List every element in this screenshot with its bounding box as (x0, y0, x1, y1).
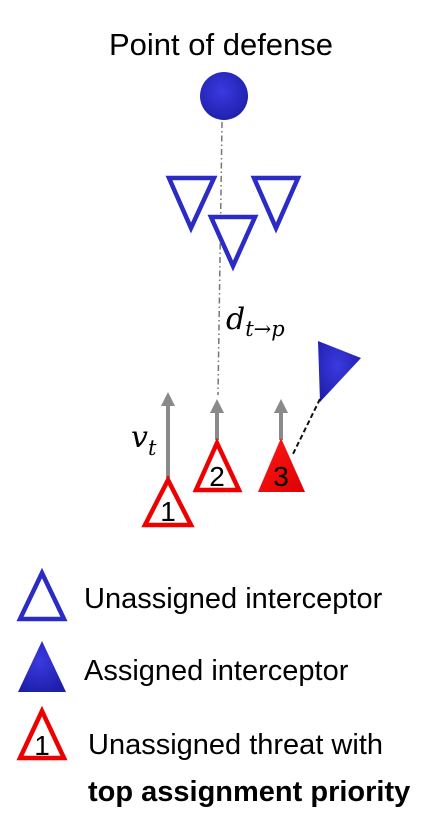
threat-legend-number: 1 (34, 730, 50, 761)
assigned-interceptor (318, 341, 361, 402)
assigned-interceptor-legend-icon (18, 641, 66, 692)
threat-2-number: 2 (209, 461, 225, 492)
velocity-label: vt (131, 420, 157, 460)
threat-1: 1 (141, 475, 195, 528)
threat-2: 2 (192, 437, 243, 493)
threat-legend-icon (16, 705, 68, 761)
legend-item-assigned-interceptor: Assigned interceptor (18, 641, 349, 692)
assignment-dashed-line (291, 398, 321, 457)
legend-item-threat: 1 Unassigned threat with top assignment … (16, 705, 410, 808)
threat-1-number: 1 (160, 496, 176, 527)
distance-label: dt→p (226, 302, 285, 341)
distance-line (217, 121, 223, 396)
unassigned-interceptor-right (250, 175, 302, 234)
velocity-arrow-threat-1 (161, 392, 175, 478)
unassigned-interceptor-left (165, 175, 218, 234)
velocity-arrow-threat-3 (274, 399, 288, 440)
diagram-title: Point of defense (109, 27, 333, 62)
legend: Unassigned interceptor Assigned intercep… (16, 567, 410, 808)
unassigned-interceptor-center (207, 214, 259, 272)
legend-label-threat-line1: Unassigned threat with (88, 729, 383, 761)
threat-3-number: 3 (273, 461, 289, 492)
velocity-arrow-threat-2 (210, 399, 224, 440)
point-of-defense-marker (200, 72, 248, 120)
legend-label-unassigned-interceptor: Unassigned interceptor (84, 583, 383, 615)
legend-item-unassigned-interceptor: Unassigned interceptor (16, 567, 383, 622)
unassigned-interceptor-legend-icon (16, 567, 68, 622)
threat-3: 3 (258, 438, 305, 492)
legend-label-assigned-interceptor: Assigned interceptor (84, 655, 349, 687)
legend-label-threat-line2: top assignment priority (88, 776, 410, 808)
